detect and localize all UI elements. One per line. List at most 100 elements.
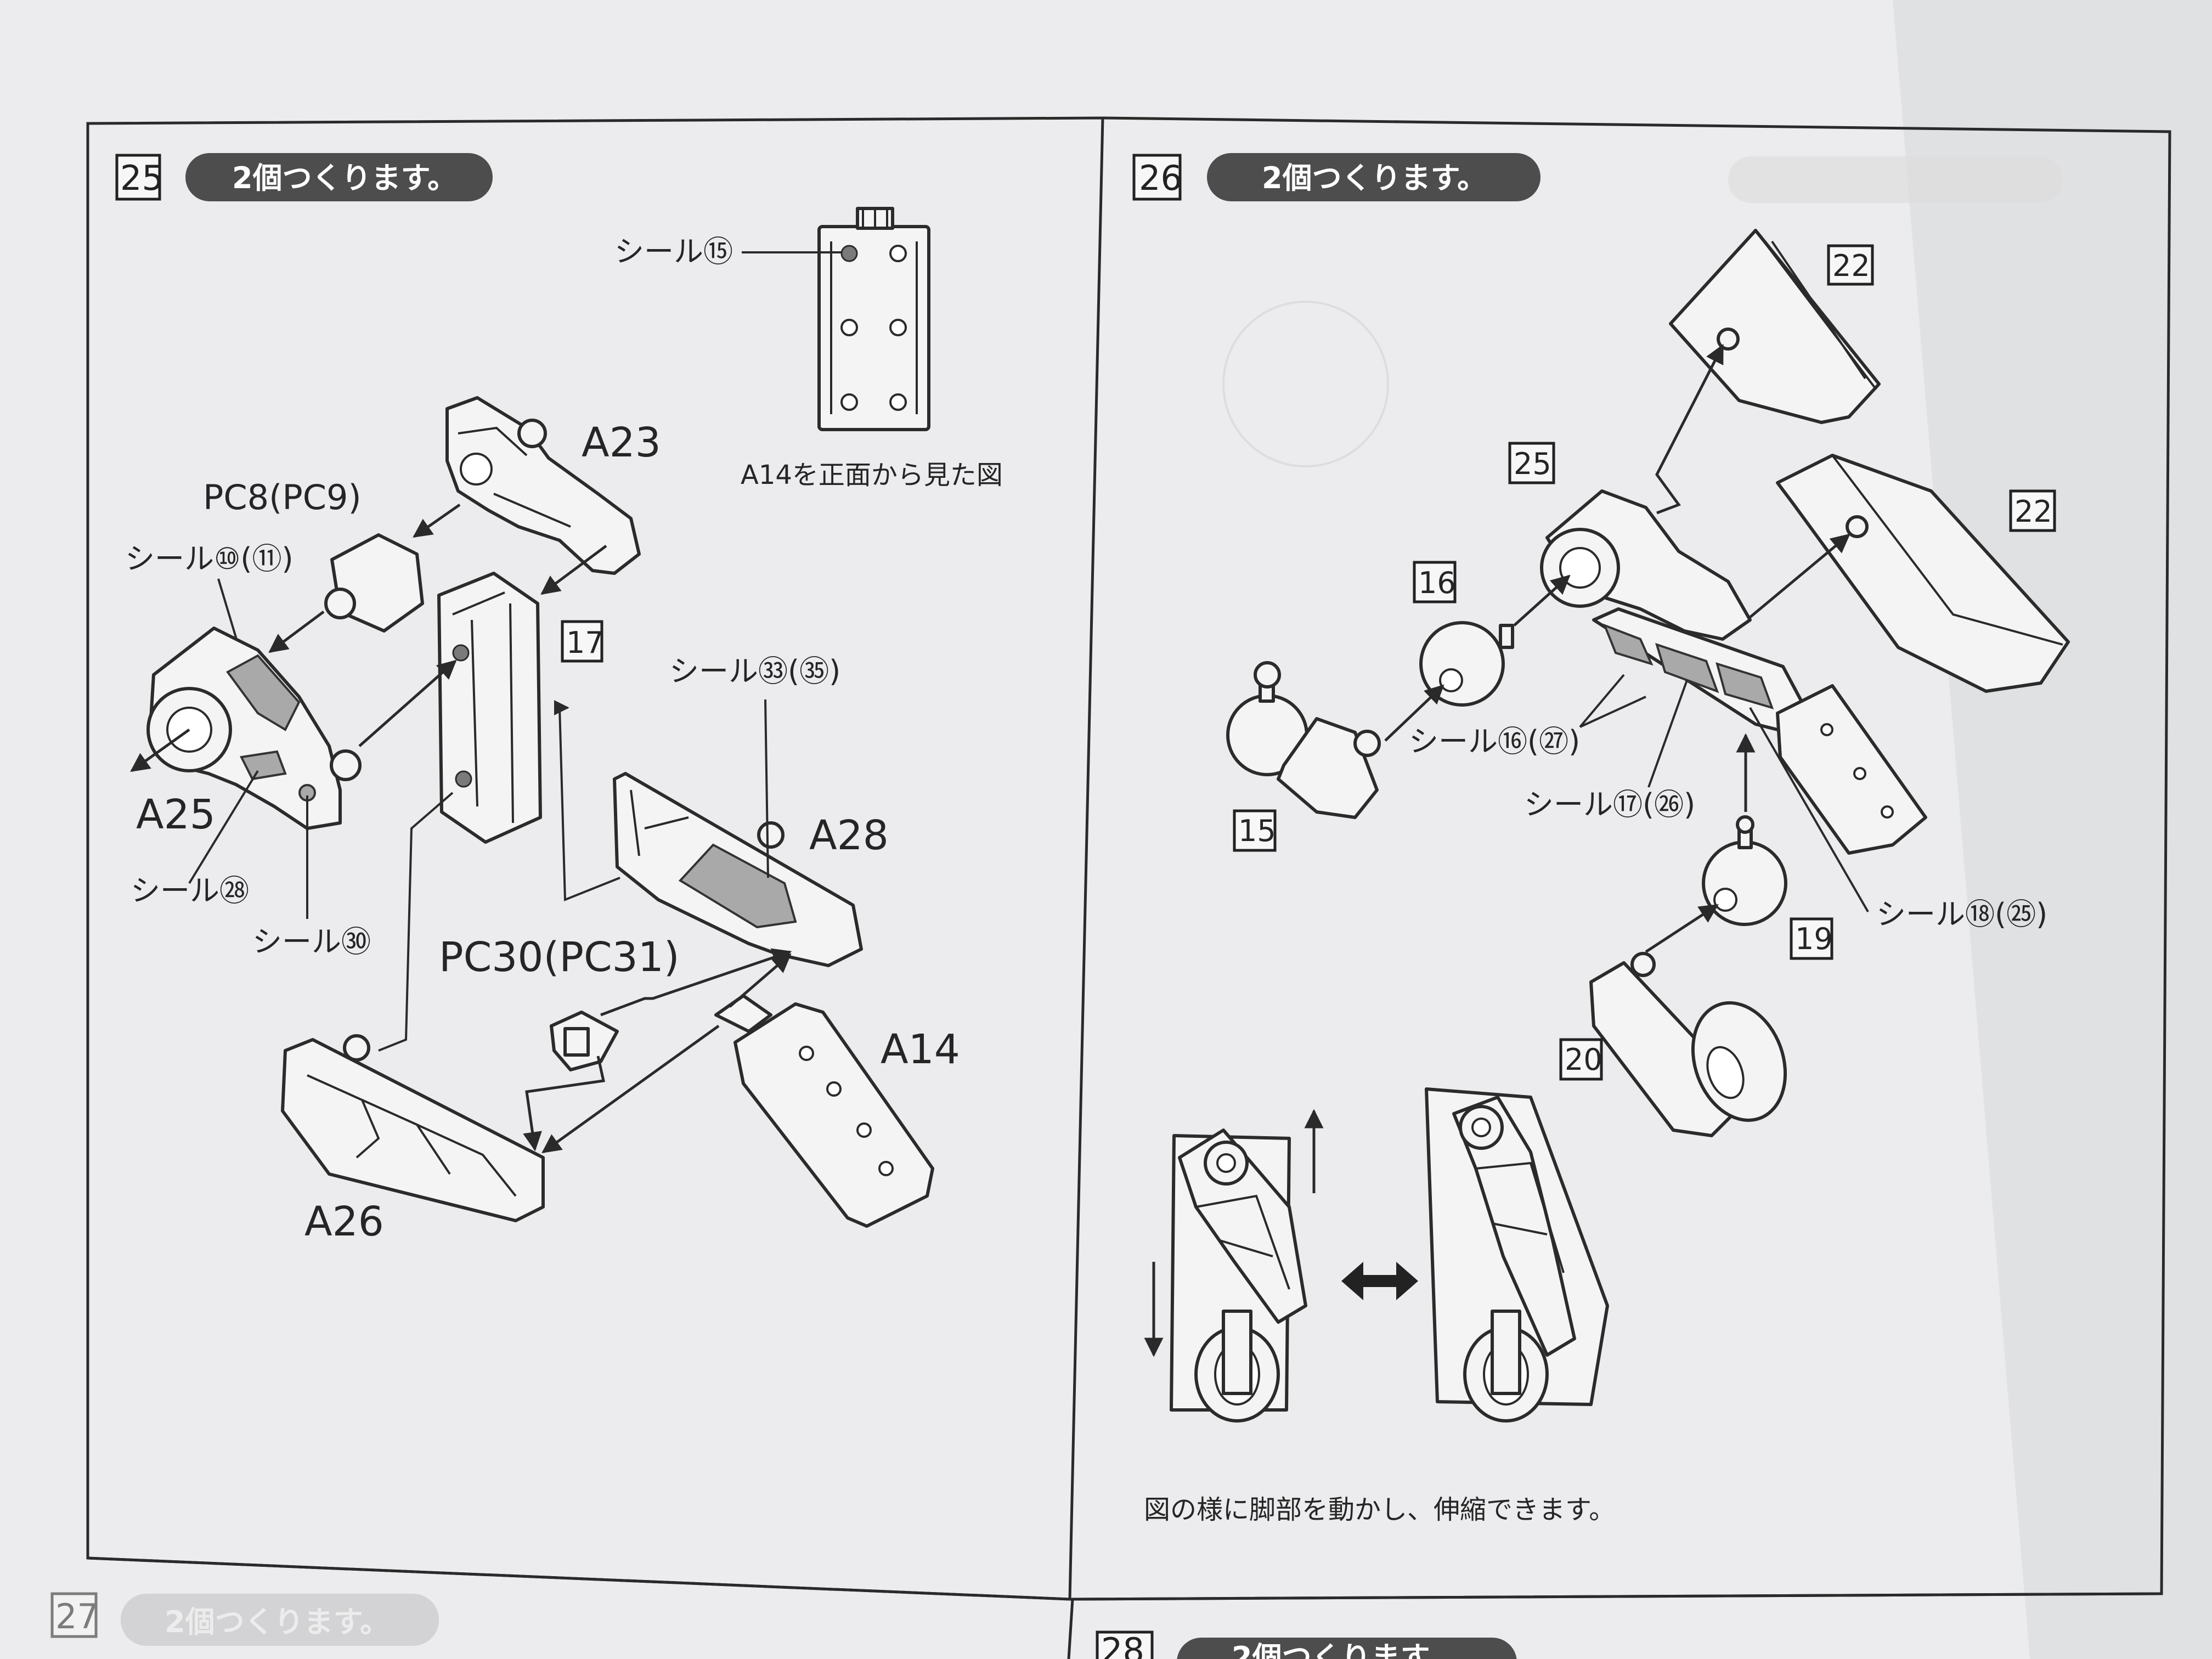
part-a26: [281, 1034, 545, 1222]
label-sticker-16: シール⑯(㉗): [1409, 724, 1580, 759]
count-pill: [1207, 153, 1541, 201]
ghost-pill: [1728, 156, 2063, 203]
arrow-15-to-16: [1384, 684, 1444, 742]
part-25-leg-hole: [1853, 767, 1866, 780]
a23-detail: [458, 426, 571, 528]
part-15-knob: [1254, 661, 1281, 689]
pc8-pin: [324, 588, 356, 619]
part-19-socket: [1713, 888, 1737, 912]
leader-17-to-a28: [554, 700, 620, 901]
part-17-rail: [452, 591, 514, 823]
arrow-25-to-22-upper: [1655, 343, 1724, 515]
count-pill-text: 2個つくります。: [165, 1605, 390, 1639]
ref-box-22b: [2009, 489, 2056, 532]
label-a14: A14: [881, 1026, 960, 1073]
leg-retracted-panels: [1195, 1194, 1290, 1290]
label-sticker-33: シール㉝(㉟): [669, 654, 840, 689]
part-15: [1226, 661, 1381, 819]
step-number: 27: [55, 1596, 99, 1637]
a23-socket: [460, 453, 493, 486]
leader-sticker-18: [1749, 707, 1869, 913]
a25-pin: [330, 749, 362, 781]
panel-divider-lower: [1067, 1599, 1074, 1659]
part-25-arm: [1545, 489, 1752, 641]
a14-hole: [826, 1081, 842, 1097]
part-25-ring-inner: [1559, 547, 1601, 589]
part-19-knob: [1736, 815, 1754, 834]
step-number-box: [1096, 1630, 1154, 1659]
step-28-header: 28 2個つくります。: [1096, 1630, 1517, 1659]
leader-sticker-17: [1647, 680, 1688, 788]
part-19-sphere: [1702, 840, 1787, 926]
step-number: 26: [1139, 158, 1182, 198]
a14-hole: [878, 1161, 894, 1176]
arrow-a25-out: [130, 728, 190, 772]
a28-peg: [757, 821, 785, 849]
a14-front-view: [817, 207, 930, 431]
ref-box-22a: [1827, 244, 1874, 286]
leg-retracted-illustration: [1170, 1128, 1307, 1423]
ref-label-19: 19: [1795, 922, 1833, 956]
part-22-lower-edge: [1831, 454, 2063, 646]
step-27-header: 27 2個つくります。: [50, 1592, 439, 1646]
arrow-pc30-to-a28: [600, 948, 792, 1017]
step-number: 25: [120, 158, 163, 198]
part-19-ball: [1702, 815, 1787, 926]
double-arrow-left-head: [1341, 1262, 1363, 1300]
count-pill-text: 2個つくります。: [1262, 161, 1487, 195]
count-pill: [185, 153, 493, 201]
a14-front-tab-teeth: [862, 208, 888, 228]
a25-sticker-28: [239, 750, 287, 781]
count-pill-text: 2個つくります。: [232, 161, 457, 195]
a14-hole: [840, 393, 858, 411]
label-sticker-17: シール⑰(㉖): [1524, 787, 1695, 822]
leg-retracted-strut: [1222, 1310, 1252, 1395]
count-pill: [1177, 1638, 1517, 1659]
arrow-a14-to-a26: [541, 1024, 720, 1154]
count-pill: [121, 1594, 439, 1646]
part-16-stem: [1499, 624, 1514, 649]
leader-sticker-33: [764, 699, 769, 878]
arrow-16-to-25: [1513, 574, 1571, 627]
sticker-16-face: [1602, 623, 1654, 666]
part-a28: [613, 772, 863, 967]
a14-hole: [889, 245, 907, 262]
sticker-18-face: [1716, 662, 1774, 710]
pc30-tab: [563, 1027, 590, 1057]
ref-box-16: [1413, 561, 1457, 603]
part-pc8: [324, 533, 424, 633]
leg-extended-panels: [1475, 1161, 1565, 1273]
arrow-pc8-to-a25: [268, 610, 325, 653]
leg-extended-arm: [1452, 1096, 1576, 1357]
ref-box-19: [1790, 917, 1833, 960]
ref-label-22b: 22: [2015, 494, 2052, 529]
part-a23: [445, 396, 641, 575]
a14-front-rail: [830, 241, 918, 414]
step-number-box: [115, 154, 161, 201]
part-a14: [714, 994, 934, 1228]
label-a26: A26: [304, 1198, 384, 1245]
arrow-20-to-19: [1645, 904, 1719, 953]
step-26-header: 26 2個つくります。: [1132, 153, 1541, 201]
part-16-socket: [1439, 668, 1463, 692]
ref-box-15: [1233, 809, 1277, 852]
arrow-a14-to-a28: [729, 953, 792, 1008]
label-pc30: PC30(PC31): [439, 934, 680, 981]
arrow-25-to-22-lower: [1733, 533, 1850, 632]
double-arrow-icon: [1341, 1262, 1418, 1300]
part-15-pin: [1353, 730, 1381, 757]
part-25-assembly: [1540, 489, 1927, 855]
label-pc8: PC8(PC9): [203, 477, 362, 517]
a14-hole: [840, 319, 858, 336]
part-22-upper-edge: [1754, 229, 1877, 391]
ref-box-25: [1508, 442, 1555, 484]
ref-box-20: [1559, 1038, 1603, 1081]
panel-divider-bottom: [87, 1556, 2162, 1601]
leg-motion-note: 図の様に脚部を動かし、伸縮できます。: [1144, 1494, 1615, 1525]
label-a23: A23: [582, 419, 661, 466]
step-number: 28: [1101, 1630, 1144, 1659]
leg-extended-illustration: [1425, 1087, 1609, 1423]
label-a25: A25: [136, 791, 216, 838]
